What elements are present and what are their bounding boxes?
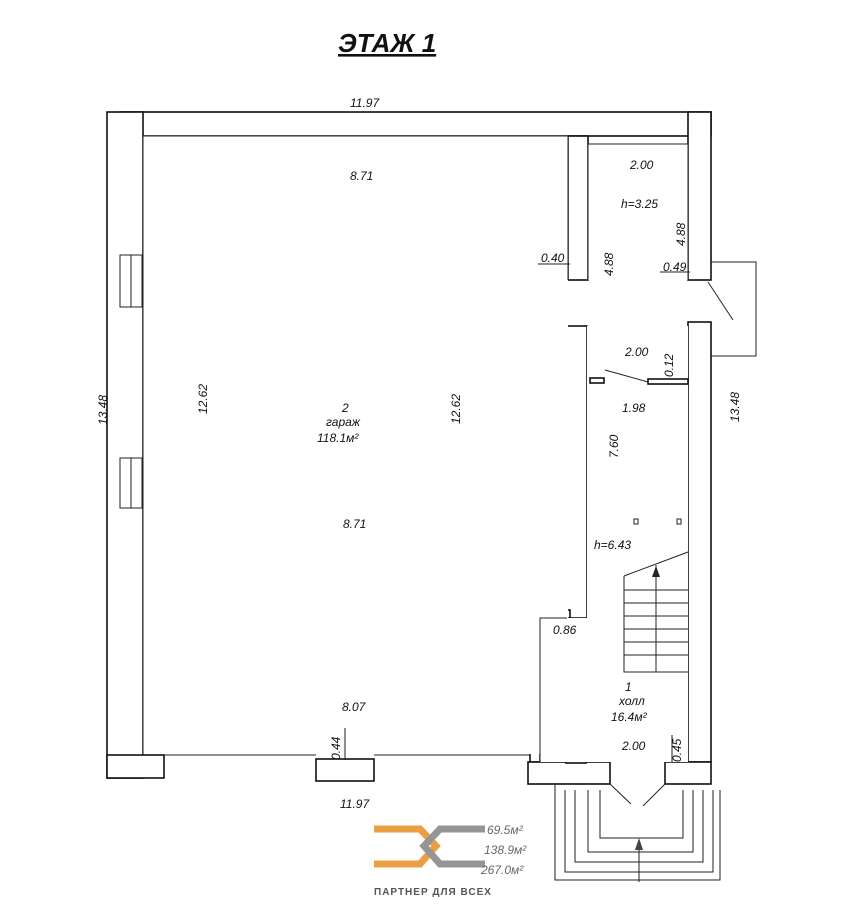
side-door [707,261,757,357]
window-left-lower [119,457,143,509]
dim-room-width-top: 2.00 [629,158,654,172]
watermark: 69.5м² 138.9м² 267.0м² ПАРТНЕР ДЛЯ ВСЕХ [374,823,527,898]
corridor-mark-left [633,518,639,525]
dim-top-outer: 11.97 [350,96,380,110]
dim-wall-012: 0.12 [662,353,676,377]
dim-garage-bottom: 8.07 [342,700,367,714]
entrance-steps [554,784,721,882]
inner-outlines [142,135,689,762]
dim-garage-mid: 8.71 [343,517,366,531]
dim-room-height-left: 4.88 [602,252,616,276]
dim-wall-040: 0.40 [541,251,565,265]
dim-room-height-right: 4.88 [674,222,688,246]
garage-number: 2 [341,401,349,415]
dim-room-h: h=3.25 [621,197,658,211]
dim-wall-049: 0.49 [663,260,687,274]
dim-corridor-inner: 1.98 [622,401,646,415]
dim-garage-top: 8.71 [350,169,373,183]
garage-name: гараж [326,415,361,429]
entrance-door [609,783,666,807]
hall-number: 1 [625,680,632,694]
watermark-area-1: 69.5м² [487,823,524,837]
dim-wall-045: 0.45 [670,738,684,762]
room-garage-label: 2 гараж 118.1м² [317,401,361,445]
dim-hall-width: 2.00 [621,739,646,753]
hall-area: 16.4м² [611,710,648,724]
room-hall-label: 1 холл 16.4м² [611,680,648,724]
dim-wall-044: 0.44 [329,736,343,760]
corridor-mark-right [676,518,682,525]
dim-step-086: 0.86 [553,623,577,637]
dim-right-outer: 13.48 [728,392,742,422]
watermark-caption: ПАРТНЕР ДЛЯ ВСЕХ [374,887,492,898]
partner-logo [374,825,485,868]
dim-left-outer: 13.48 [96,395,110,425]
staircase [623,551,689,673]
garage-area: 118.1м² [317,431,359,445]
dim-hall-h: h=6.43 [594,538,631,552]
dim-corridor-length: 7.60 [607,434,621,458]
leader-lines [344,263,690,762]
window-left-upper [119,254,143,308]
dim-bottom-outer: 11.97 [340,797,370,811]
corridor-door [589,369,689,385]
floor-title: ЭТАЖ 1 [338,28,436,58]
dim-garage-right-inner: 12.62 [449,394,463,424]
hall-name: холл [618,694,645,708]
dim-corridor-width: 2.00 [624,345,649,359]
watermark-area-3: 267.0м² [480,863,524,877]
dim-garage-left-inner: 12.62 [196,384,210,414]
watermark-area-2: 138.9м² [484,843,527,857]
